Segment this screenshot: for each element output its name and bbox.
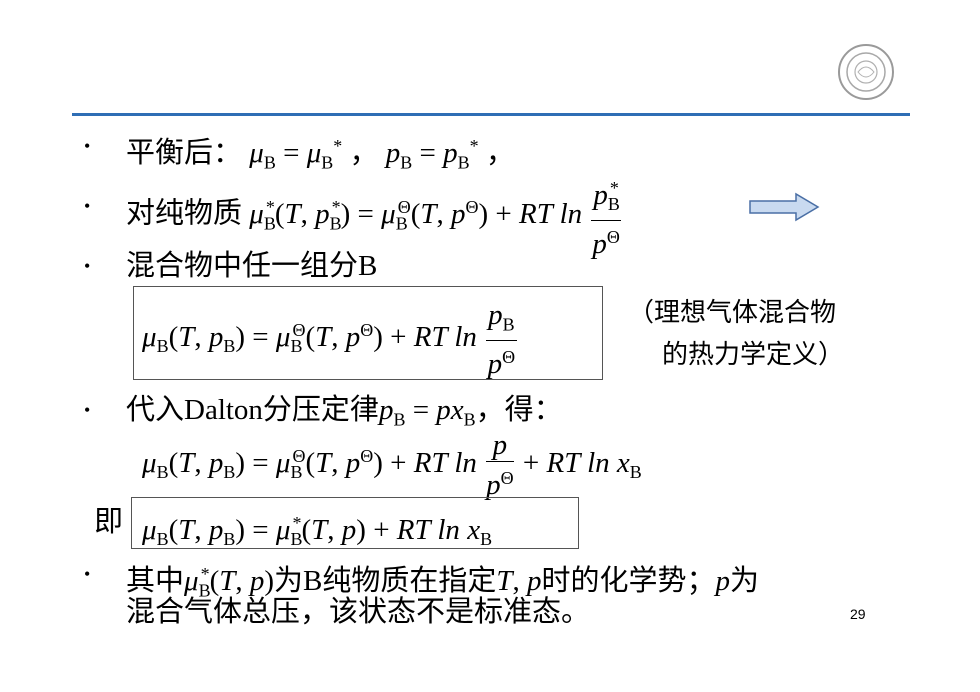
bullet-4-suffix: ，得：: [475, 394, 563, 426]
bullet-5: 其中μB*(T, p)为B纯物质在指定T, p时的化学势；p为: [126, 556, 759, 608]
formula-pure-substance: μB*(T, pB*) = μBΘ(T, pΘ) + RT ln pB*pΘ: [249, 178, 623, 260]
separator: ，: [485, 136, 515, 169]
bullet-5-text: 为: [730, 564, 760, 597]
bullet-4-text: 代入Dalton分压定律: [126, 394, 379, 426]
bullet-dot: •: [84, 256, 91, 276]
formula-dalton: pB = pxB: [378, 394, 476, 430]
separator: ，: [349, 136, 379, 169]
page-number: 29: [850, 606, 866, 622]
bullet-dot: •: [84, 136, 91, 156]
var-p: p: [715, 564, 731, 597]
label-ji: 即: [94, 506, 124, 538]
bullet-4: 代入Dalton分压定律pB = pxB，得：: [126, 392, 563, 437]
note-line-1: （理想气体混合物: [628, 298, 837, 327]
university-seal-icon: [838, 44, 894, 100]
boxed-formula-definition: [133, 286, 603, 380]
bullet-2: 对纯物质 μB*(T, pB*) = μBΘ(T, pΘ) + RT ln pB…: [126, 172, 623, 260]
boxed-formula-result: [131, 497, 579, 549]
var-T: T, p: [496, 564, 542, 597]
bullet-3: 混合物中任一组分B: [126, 248, 377, 284]
bullet-1: 平衡后： μB = μB* ， pB = pB* ，: [126, 128, 515, 180]
bullet-5-line-2: 混合气体总压，该状态不是标准态。: [126, 596, 591, 628]
right-arrow-icon: [749, 192, 820, 222]
bullet-5-text: 其中: [126, 564, 185, 597]
bullet-dot: •: [84, 400, 91, 420]
formula-equilibrium: μB = μB*: [249, 136, 343, 173]
bullet-5-text: 时的化学势；: [541, 564, 716, 597]
bullet-dot: •: [84, 196, 91, 216]
formula-mu-star: μB*(T, p): [184, 564, 275, 601]
bullet-dot: •: [84, 564, 91, 584]
bullet-2-text: 对纯物质: [126, 197, 243, 230]
bullet-5-text: 为B纯物质在指定: [274, 564, 497, 597]
formula-result: μB(T, pB) = μB*(T, p) + RT ln xB: [142, 513, 493, 550]
bullet-1-text: 平衡后：: [126, 136, 243, 169]
formula-pressure: pB = pB*: [385, 136, 479, 173]
note-line-2: 的热力学定义）: [662, 340, 845, 369]
bullet-3-text: 混合物中任一组分B: [126, 250, 378, 282]
header-rule: [72, 113, 910, 116]
